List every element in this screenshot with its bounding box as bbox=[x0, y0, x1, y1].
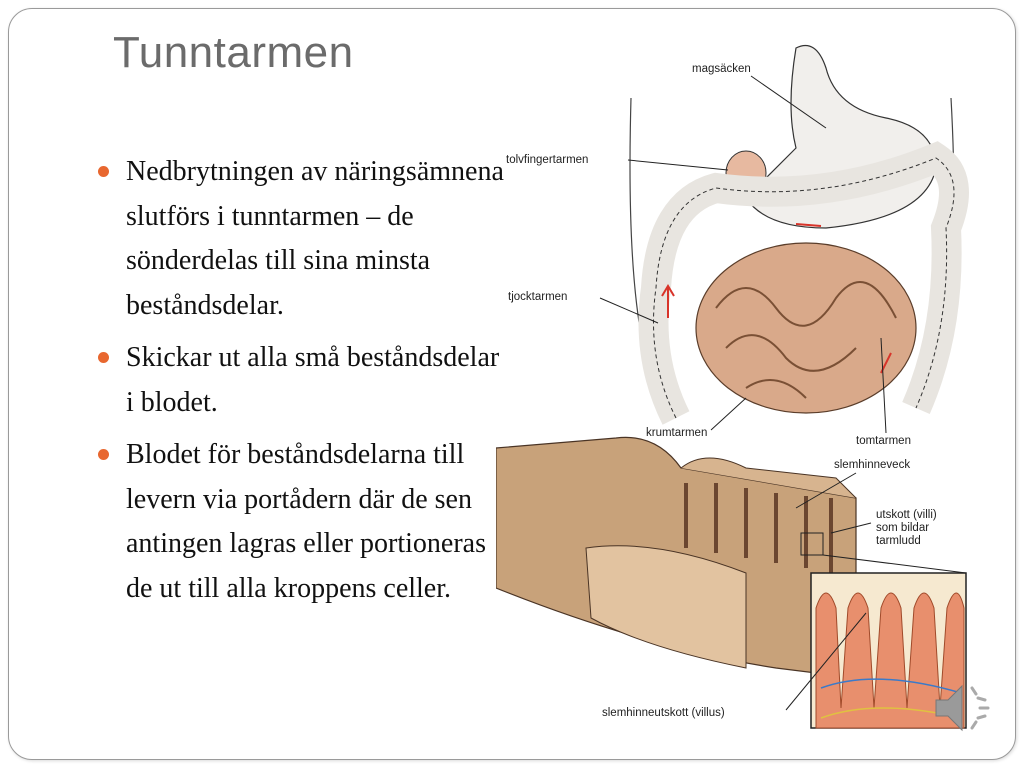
label-stomach: magsäcken bbox=[692, 63, 751, 75]
speaker-icon[interactable] bbox=[930, 676, 1000, 740]
bullet-text: Nedbrytningen av näringsämnena slutförs … bbox=[126, 156, 504, 321]
bullet-dot-icon bbox=[98, 166, 109, 177]
label-villi-3: tarmludd bbox=[876, 535, 921, 547]
label-villi-1: utskott (villi) bbox=[876, 509, 937, 521]
bullet-text: Blodet för beståndsdelarna till levern v… bbox=[126, 439, 486, 604]
bullet-dot-icon bbox=[98, 449, 109, 460]
slide-title: Tunntarmen bbox=[113, 28, 354, 77]
label-villi-2: som bildar bbox=[876, 522, 929, 534]
small-intestine-shape bbox=[695, 242, 917, 414]
bullet-item: Skickar ut alla små beståndsdelar i blod… bbox=[96, 336, 506, 425]
digestive-illustration: magsäcken tolvfingertarmen tjocktarmen k… bbox=[496, 44, 969, 729]
label-jejunum: tomtarmen bbox=[856, 435, 911, 447]
bullet-item: Blodet för beståndsdelarna till levern v… bbox=[96, 433, 506, 611]
label-villus: slemhinneutskott (villus) bbox=[602, 707, 725, 719]
label-folds: slemhinneveck bbox=[834, 459, 910, 471]
label-duodenum: tolvfingertarmen bbox=[506, 154, 588, 166]
bullet-item: Nedbrytningen av näringsämnena slutförs … bbox=[96, 150, 506, 328]
bullet-dot-icon bbox=[98, 352, 109, 363]
bullet-text: Skickar ut alla små beståndsdelar i blod… bbox=[126, 342, 500, 418]
label-ileum: krumtarmen bbox=[646, 427, 707, 439]
label-colon: tjocktarmen bbox=[508, 291, 567, 303]
bullet-list: Nedbrytningen av näringsämnena slutförs … bbox=[96, 150, 506, 619]
